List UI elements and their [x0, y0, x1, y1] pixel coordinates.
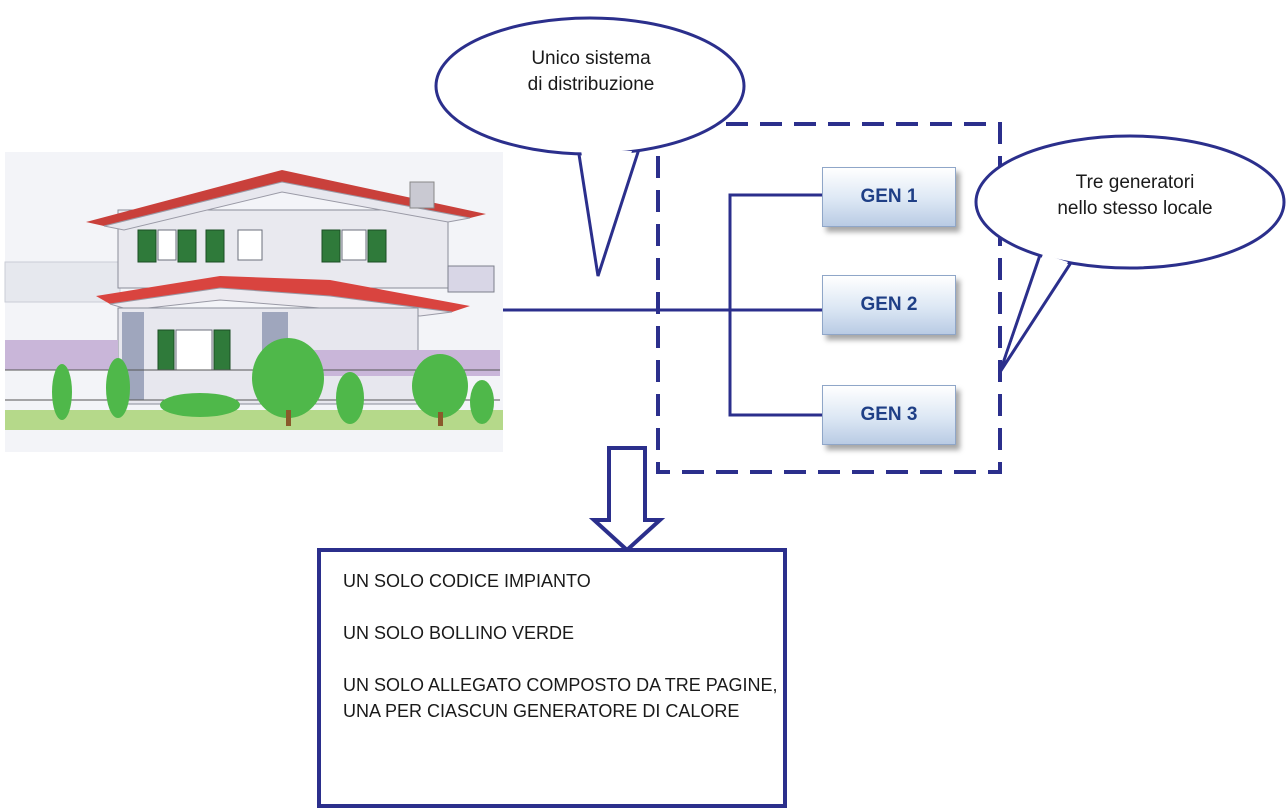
generators-bubble-text: Tre generatori nello stesso locale — [1030, 170, 1240, 222]
generators-bubble-line2: nello stesso locale — [1057, 198, 1213, 219]
distribution-speech-bubble — [434, 16, 746, 277]
generators-speech-bubble — [974, 134, 1286, 373]
result-line-plant-code: UN SOLO CODICE IMPIANTO — [343, 571, 591, 591]
down-arrow — [588, 446, 666, 553]
generator-box-1: GEN 1 — [822, 167, 956, 227]
generator-box-3: GEN 3 — [822, 385, 956, 445]
diagram-canvas — [4, 16, 1286, 553]
result-box: UN SOLO CODICE IMPIANTO UN SOLO BOLLINO … — [317, 548, 787, 808]
result-line-attachment: UN SOLO ALLEGATO COMPOSTO DA TRE PAGINE,… — [343, 675, 778, 721]
branch-connectors — [728, 193, 822, 417]
generators-bubble-line1: Tre generatori — [1075, 172, 1195, 193]
generator-label-3: GEN 3 — [860, 404, 918, 425]
generator-label-1: GEN 1 — [860, 186, 918, 207]
house-illustration — [4, 152, 503, 452]
distribution-bubble-line2: di distribuzione — [527, 74, 655, 95]
distribution-bubble-line1: Unico sistema — [531, 48, 651, 69]
generator-box-2: GEN 2 — [822, 275, 956, 335]
generator-label-2: GEN 2 — [860, 294, 918, 315]
boiler-room-dashed-box — [656, 122, 1002, 474]
result-line-green-sticker: UN SOLO BOLLINO VERDE — [343, 623, 575, 643]
distribution-bubble-text: Unico sistema di distribuzione — [486, 46, 696, 98]
